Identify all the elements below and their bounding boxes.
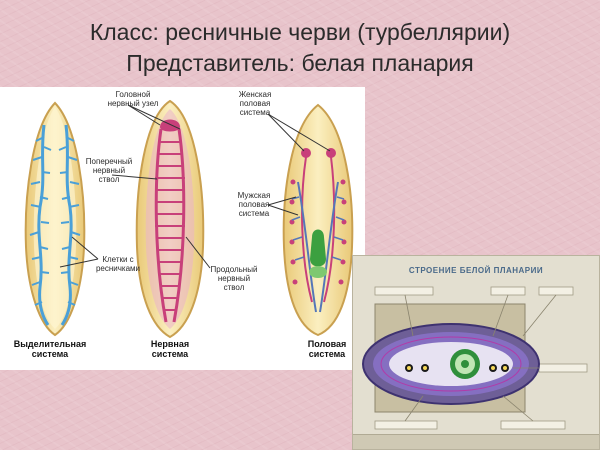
caption-nervous-line2: система (151, 349, 189, 359)
label-longitudinal-trunk-line1: Продольный (210, 265, 258, 274)
label-male-system: Мужская половая система (228, 191, 280, 218)
label-male-system-line3: система (238, 209, 270, 218)
label-cilia-cells-line1: Клетки с (102, 255, 134, 264)
caption-excretory-line1: Выделительная (13, 339, 87, 349)
cross-section-control-bar (353, 434, 599, 449)
label-head-ganglion: Головной нервный узел (98, 90, 168, 108)
caption-nervous-line1: Нервная (150, 339, 190, 349)
caption-reproductive-line2: система (308, 349, 346, 359)
label-longitudinal-trunk-line2: нервный (217, 274, 251, 283)
label-longitudinal-trunk: Продольный нервный ствол (204, 265, 264, 292)
label-female-system-line1: Женская (238, 90, 272, 99)
label-transverse-trunk-line3: ствол (98, 175, 120, 184)
label-transverse-trunk: Поперечный нервный ствол (78, 157, 140, 184)
reproductive-system-diagram (282, 103, 354, 337)
caption-excretory-line2: система (31, 349, 69, 359)
slide-title-line-1: Класс: ресничные черви (турбеллярии) (89, 19, 511, 45)
caption-excretory: Выделительная система (0, 339, 100, 359)
planaria-systems-illustration (24, 99, 354, 339)
planaria-systems-figure: Головной нервный узел Поперечный нервный… (0, 87, 365, 370)
label-male-system-line2: половая (238, 200, 270, 209)
label-cilia-cells: Клетки с ресничками (92, 255, 144, 273)
label-head-ganglion-line1: Головной (115, 90, 151, 99)
planaria-cross-section-figure: СТРОЕНИЕ БЕЛОЙ ПЛАНАРИИ (352, 255, 600, 450)
label-transverse-trunk-line2: нервный (92, 166, 126, 175)
caption-nervous: Нервная система (140, 339, 200, 359)
nervous-system-diagram (135, 99, 205, 339)
leader-lines (59, 104, 331, 269)
slide-title-line-2: Представитель: белая планария (126, 50, 474, 76)
label-female-system: Женская половая система (230, 90, 280, 117)
label-male-system-line1: Мужская (237, 191, 271, 200)
excretory-system-diagram (24, 101, 86, 337)
label-transverse-trunk-line1: Поперечный (85, 157, 133, 166)
label-female-system-line3: система (239, 108, 271, 117)
caption-reproductive: Половая система (296, 339, 358, 359)
cross-section-title: СТРОЕНИЕ БЕЛОЙ ПЛАНАРИИ (408, 266, 544, 275)
label-cilia-cells-line2: ресничками (95, 264, 141, 273)
caption-reproductive-line1: Половая (307, 339, 347, 349)
cross-section-illustration (362, 286, 588, 430)
label-female-system-line2: половая (239, 99, 271, 108)
label-head-ganglion-line2: нервный узел (107, 99, 159, 108)
label-longitudinal-trunk-line3: ствол (223, 283, 245, 292)
